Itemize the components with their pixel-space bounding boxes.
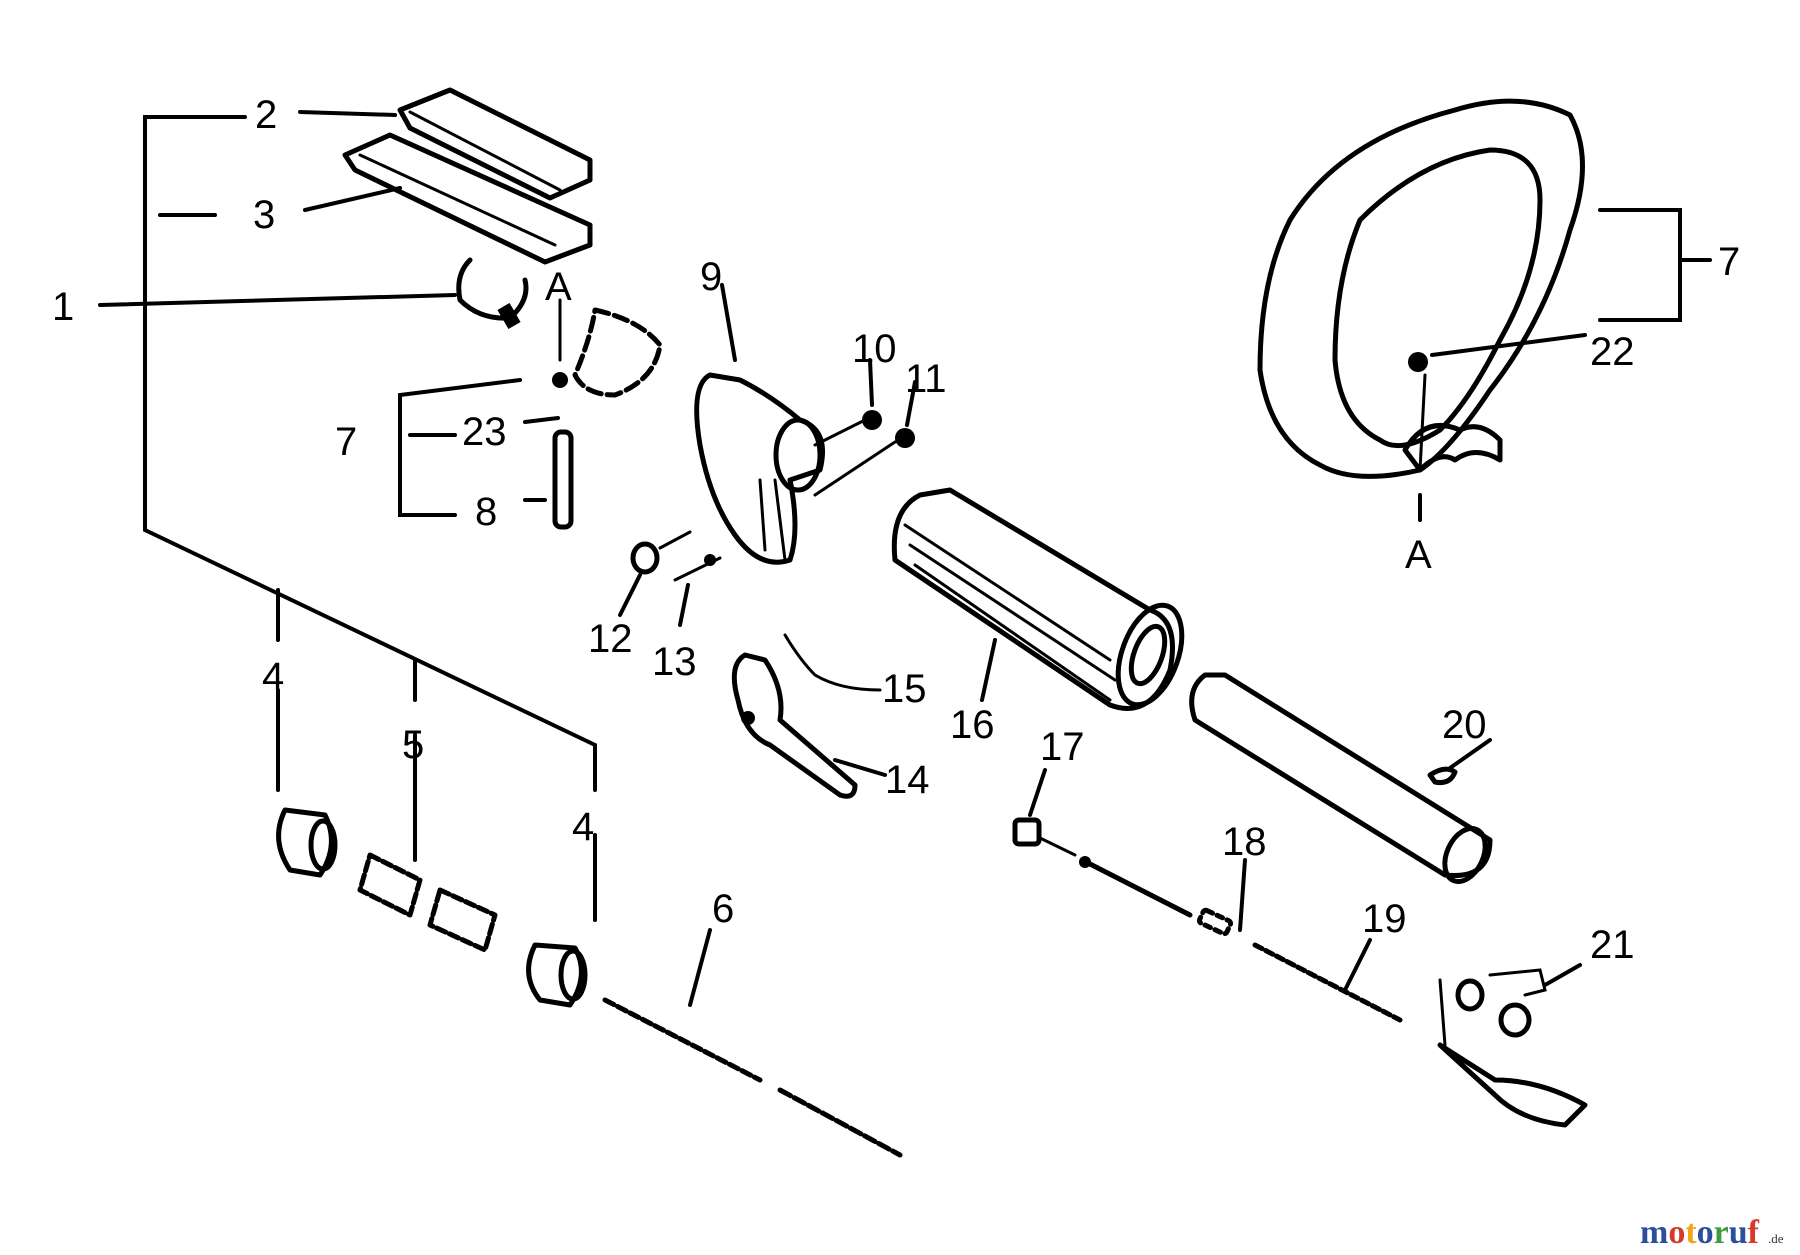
callout-18: 18 [1222,820,1267,864]
callout-9: 9 [700,255,722,299]
callout-4-left: 4 [262,655,284,699]
wm-letter-1: o [1668,1214,1685,1251]
svg-text:motoruf: motoruf [1640,1214,1760,1251]
lever-part-14 [731,652,887,799]
insert-part-5-b [427,887,498,953]
nut-part-21 [1455,963,1582,1038]
callout-6: 6 [712,887,734,931]
callout-a-right: A [1405,533,1432,577]
callout-22: 22 [1590,330,1635,374]
insert-part-5-a [357,852,423,918]
callout-5: 5 [402,723,424,767]
bushing-part-4-right [526,942,588,1008]
callout-23: 23 [462,410,507,454]
left-group-bracket [143,115,597,922]
callout-3: 3 [253,193,275,237]
callout-7-right: 7 [1718,240,1740,284]
callout-13: 13 [652,640,697,684]
group-7-bracket [398,378,560,517]
bushing-part-4-left [276,807,338,878]
callout-12: 12 [588,617,633,661]
callout-4-right: 4 [572,805,594,849]
spring-part-15 [783,633,882,692]
wm-letter-6: f [1748,1214,1760,1251]
callout-2: 2 [255,93,277,137]
rod-part-18 [1087,858,1247,937]
screw-part-22 [1408,333,1587,372]
wm-letter-2: t [1685,1214,1697,1251]
nut-part-11 [813,380,917,497]
handle-frame-part-7 [1257,98,1585,479]
screw-part-13 [673,554,722,627]
callout-a-left: A [545,265,572,309]
group-7-bracket-right [1598,208,1712,322]
housing-part-9 [694,283,825,565]
nut-part-12 [618,530,692,617]
watermark-logo: motoruf .de [1640,1214,1784,1251]
wm-letter-5: u [1729,1214,1748,1251]
pin-part-8 [552,429,574,530]
plate-part-2 [298,87,593,201]
callout-8: 8 [475,490,497,534]
callout-16: 16 [950,703,995,747]
grip-part-16 [891,487,1185,711]
callout-14: 14 [885,758,930,802]
callout-10: 10 [852,327,897,371]
callout-20: 20 [1442,703,1487,747]
screw-part-10 [813,358,882,447]
spring-part-19 [1252,938,1403,1023]
callout-21: 21 [1590,923,1635,967]
wm-letter-0: m [1640,1214,1668,1251]
wm-suffix: .de [1768,1231,1784,1246]
callout-11: 11 [905,357,947,401]
callout-1: 1 [52,285,74,329]
plate-part-3 [303,132,593,265]
wm-letter-3: o [1697,1214,1714,1251]
callout-17: 17 [1040,725,1085,769]
callout-19: 19 [1362,897,1407,941]
callout-15: 15 [882,667,927,711]
tube-part-20 [1189,672,1493,884]
clip-part-1 [98,257,529,330]
bolt-part-17 [1012,768,1091,868]
wm-letter-4: r [1714,1214,1729,1251]
callout-7-left: 7 [335,420,357,464]
rod-part-6 [602,928,903,1158]
cable-end [1437,978,1588,1128]
mount-bracket [552,298,663,398]
callout-labels: 1 2 3 A 7 23 8 9 10 11 12 13 14 15 16 17… [52,93,1740,967]
